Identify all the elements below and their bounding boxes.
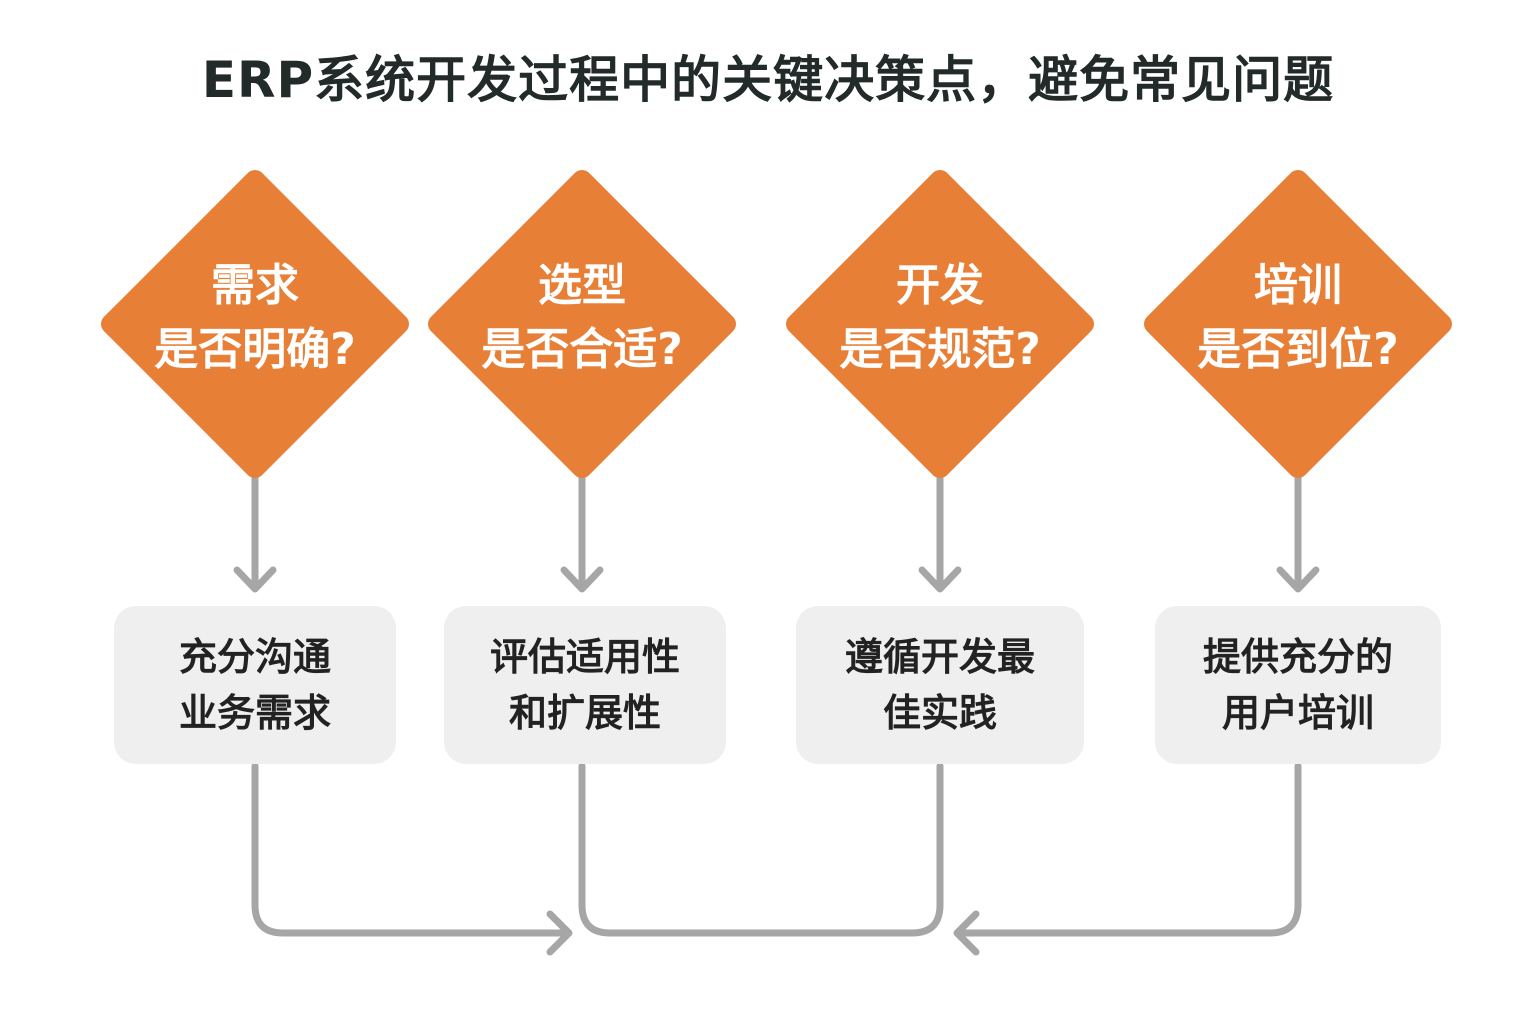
action-line-1: 提供充分的 <box>1202 635 1393 679</box>
decision-question: 是否规范? <box>839 324 1041 375</box>
decision-diamond-requirements: 需求 是否明确? <box>101 170 409 478</box>
decision-label: 开发 <box>896 260 984 311</box>
decision-label: 培训 <box>1254 260 1342 311</box>
connector-1 <box>251 762 573 956</box>
action-box-selection: 评估适用性 和扩展性 <box>444 606 726 764</box>
decision-diamond-development: 开发 是否规范? <box>786 170 1094 478</box>
action-line-2: 业务需求 <box>178 691 331 735</box>
diamond-shape <box>428 170 736 478</box>
action-line-1: 评估适用性 <box>489 635 680 679</box>
diamond-shape <box>1144 170 1452 478</box>
action-line-2: 用户培训 <box>1221 691 1374 735</box>
action-line-2: 佳实践 <box>882 691 997 735</box>
decision-diamond-selection: 选型 是否合适? <box>428 170 736 478</box>
decision-diamond-training: 培训 是否到位? <box>1144 170 1452 478</box>
action-line-1: 充分沟通 <box>178 635 331 679</box>
decision-label: 需求 <box>211 260 299 311</box>
action-line-1: 遵循开发最 <box>844 635 1035 679</box>
action-box-requirements: 充分沟通 业务需求 <box>114 606 396 764</box>
action-box-development: 遵循开发最 佳实践 <box>796 606 1084 764</box>
diamond-shape <box>101 170 409 478</box>
connector-2-3 <box>578 762 944 937</box>
arrow-down-1 <box>233 474 277 593</box>
arrow-down-4 <box>1276 474 1320 593</box>
decision-question: 是否合适? <box>481 324 683 375</box>
arrow-down-2 <box>560 474 604 593</box>
decision-question: 是否到位? <box>1197 324 1399 375</box>
diamond-shape <box>786 170 1094 478</box>
decision-question: 是否明确? <box>154 324 356 375</box>
action-line-2: 和扩展性 <box>508 691 661 735</box>
connector-4 <box>953 762 1302 956</box>
page-title: ERP系统开发过程中的关键决策点，避免常见问题 <box>201 51 1335 109</box>
decision-label: 选型 <box>538 260 626 311</box>
arrow-down-3 <box>918 474 962 593</box>
action-box-training: 提供充分的 用户培训 <box>1155 606 1441 764</box>
